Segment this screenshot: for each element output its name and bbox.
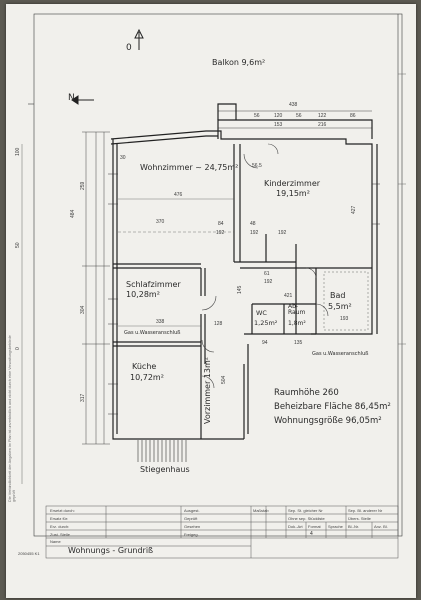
room-height: Raumhöhe 260 xyxy=(274,388,339,398)
dim-317: 317 xyxy=(80,393,86,402)
drawing-code: 2050455 K1 xyxy=(18,551,40,556)
dim-56: 56 xyxy=(254,113,260,119)
dim-476: 476 xyxy=(174,192,183,198)
dim-94: 94 xyxy=(262,340,268,346)
balcony-label: Balkon 9,6m² xyxy=(212,58,266,67)
tb-name-label: Name xyxy=(50,539,61,544)
dim-145: 145 xyxy=(237,285,243,294)
dim-421: 421 xyxy=(284,293,293,299)
tb-nosep: Ohne sep. Stückliste xyxy=(288,516,325,521)
dim-135: 135 xyxy=(294,340,303,346)
dim-48: 48 xyxy=(250,221,256,227)
ruler-100: 100 xyxy=(15,147,21,156)
dim-61: 61 xyxy=(264,271,270,277)
north-label: N xyxy=(68,93,75,103)
dim-216: 216 xyxy=(318,122,327,128)
tb-sep1: Sep. St. gleicher Nr xyxy=(288,508,323,513)
stairwell-label: Stiegenhaus xyxy=(140,465,190,474)
dim-153: 153 xyxy=(274,122,283,128)
windows xyxy=(108,173,380,415)
dim-484: 484 xyxy=(70,209,76,218)
bath-area: 5,5m² xyxy=(328,302,352,311)
living-room-label: Wohnzimmer ~ 24,75m² xyxy=(140,163,239,172)
ruler-0: 0 xyxy=(15,347,21,350)
storage-area: 1,8m² xyxy=(288,320,306,327)
dim-192: 192 xyxy=(216,230,225,236)
dim-504: 504 xyxy=(221,375,227,384)
tb-mid-4: Freigeg. xyxy=(184,532,199,537)
bedroom-area: 10,28m² xyxy=(126,290,160,299)
gas-connection-bath: Gas u.Wasseranschluß xyxy=(312,351,369,357)
dim-192c: 192 xyxy=(278,230,287,236)
tb-sprache: Sprache xyxy=(328,524,343,529)
tb-scale: Maßstab xyxy=(253,508,269,513)
apartment-size: Wohnungsgröße 96,05m² xyxy=(274,416,382,426)
dim-128: 128 xyxy=(214,321,223,327)
tb-row-4: Zust. Stelle xyxy=(50,532,71,537)
bath-label: Bad xyxy=(330,291,346,300)
tb-format-value: 4 xyxy=(310,531,313,537)
north-arrow xyxy=(71,28,144,105)
wc-label: WC xyxy=(256,309,267,317)
children-room-area: 19,15m² xyxy=(276,189,310,198)
drawing-frame xyxy=(33,13,403,537)
kitchen-label: Küche xyxy=(132,362,157,371)
stairs xyxy=(137,440,187,462)
dim-56b: 56 xyxy=(296,113,302,119)
tb-sep2: Sep. Bl. anderer Nr xyxy=(348,508,383,513)
dim-84: 84 xyxy=(218,221,224,227)
tb-row-2: Ersatz für: xyxy=(50,516,69,521)
heated-area: Beheizbare Fläche 86,45m² xyxy=(274,402,391,412)
tb-row-3: Erz. durch: xyxy=(50,524,70,529)
dim-565: 56.5 xyxy=(252,163,262,169)
tb-mid-1: Ausgest. xyxy=(184,508,200,513)
tb-row-1: Ersetzt durch: xyxy=(50,508,75,513)
children-room-label: Kinderzimmer xyxy=(264,179,321,188)
dimension-lines-left xyxy=(82,131,110,445)
tb-format: Format xyxy=(308,524,321,529)
wc-area: 1,25m² xyxy=(254,319,278,327)
tb-overs: Übers. Stelle xyxy=(348,516,371,521)
dim-304: 304 xyxy=(80,305,86,314)
dim-86: 86 xyxy=(350,113,356,119)
dim-370: 370 xyxy=(156,219,165,225)
bath-tiles xyxy=(323,271,369,331)
dim-193: 193 xyxy=(340,316,349,322)
walls xyxy=(110,103,378,440)
dim-438: 438 xyxy=(289,102,298,108)
side-note: Die Verbindlichkeit der Angaben im Plan … xyxy=(8,335,16,502)
kitchen-area: 10,72m² xyxy=(130,373,164,382)
dim-427: 427 xyxy=(351,205,357,214)
tb-mid-2: Geprüft xyxy=(184,516,198,521)
floor-plan-drawing xyxy=(21,13,406,559)
zero-label: 0 xyxy=(126,43,132,53)
tb-dokart: Dok.-Art xyxy=(288,524,303,529)
dim-192d: 192 xyxy=(264,279,273,285)
dim-122: 122 xyxy=(318,113,327,119)
dim-120: 120 xyxy=(274,113,283,119)
title-block-grid xyxy=(45,505,399,559)
dim-259: 259 xyxy=(80,181,86,190)
floor-plan-sheet: Balkon 9,6m² 0 N Wohnzimmer ~ 24,75m² Ki… xyxy=(6,4,416,598)
margin-marks xyxy=(398,73,406,345)
door-swings xyxy=(201,143,329,389)
bedroom-label: Schlafzimmer xyxy=(126,280,181,289)
gas-connection-bedroom: Gas u.Wasseranschluß xyxy=(124,330,181,336)
tb-blnr: Bl.-Nr. xyxy=(348,524,360,529)
ruler-50: 50 xyxy=(15,242,21,248)
tb-anzbl: Anz. Bl. xyxy=(374,524,388,529)
dim-338: 338 xyxy=(156,319,165,325)
drawing-title: Wohnungs - Grundriß xyxy=(68,546,154,555)
dim-30: 30 xyxy=(120,155,126,161)
dim-192b: 192 xyxy=(250,230,259,236)
tb-mid-3: Gesehen xyxy=(184,524,201,529)
hall-label: Vorzimmer 13m² xyxy=(203,357,212,424)
storage-label: Ab- Raum xyxy=(288,303,306,317)
